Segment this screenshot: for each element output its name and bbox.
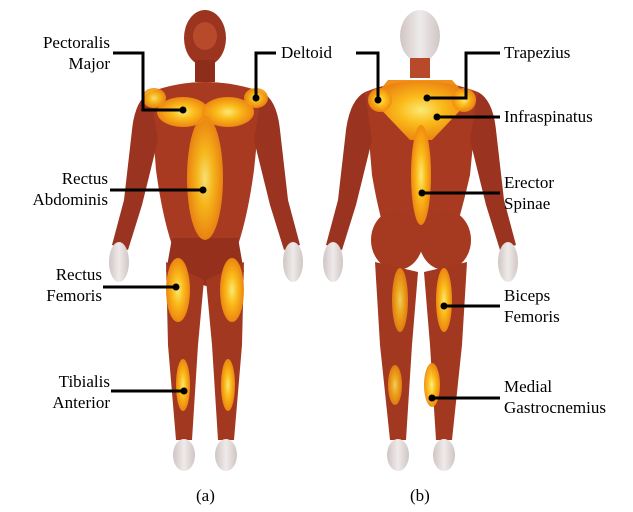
label-line: Anterior: [10, 392, 110, 413]
label-line: Pectoralis: [10, 32, 110, 53]
front-figure: [109, 10, 303, 471]
label-biceps-femoris: Biceps Femoris: [504, 285, 560, 327]
label-infraspinatus: Infraspinatus: [504, 106, 593, 127]
label-line: Erector: [504, 172, 554, 193]
label-line: Trapezius: [504, 42, 570, 63]
label-medial-gastrocnemius: Medial Gastrocnemius: [504, 376, 606, 418]
label-erector-spinae: Erector Spinae: [504, 172, 554, 214]
back-figure: [323, 10, 518, 471]
caption-front: (a): [196, 486, 215, 506]
label-line: Spinae: [504, 193, 554, 214]
label-line: Infraspinatus: [504, 106, 593, 127]
label-line: Tibialis: [10, 371, 110, 392]
label-line: Femoris: [10, 285, 102, 306]
label-line: Abdominis: [10, 189, 108, 210]
label-line: Major: [10, 53, 110, 74]
label-line: Deltoid: [281, 42, 332, 63]
caption-back: (b): [410, 486, 430, 506]
label-rectus-femoris: Rectus Femoris: [10, 264, 102, 306]
label-line: Gastrocnemius: [504, 397, 606, 418]
label-pectoralis-major: Pectoralis Major: [10, 32, 110, 74]
label-trapezius: Trapezius: [504, 42, 570, 63]
label-line: Femoris: [504, 306, 560, 327]
label-rectus-abdominis: Rectus Abdominis: [10, 168, 108, 210]
label-line: Medial: [504, 376, 606, 397]
label-line: Rectus: [10, 264, 102, 285]
label-line: Rectus: [10, 168, 108, 189]
label-tibialis-anterior: Tibialis Anterior: [10, 371, 110, 413]
label-line: Biceps: [504, 285, 560, 306]
label-deltoid: Deltoid: [281, 42, 332, 63]
